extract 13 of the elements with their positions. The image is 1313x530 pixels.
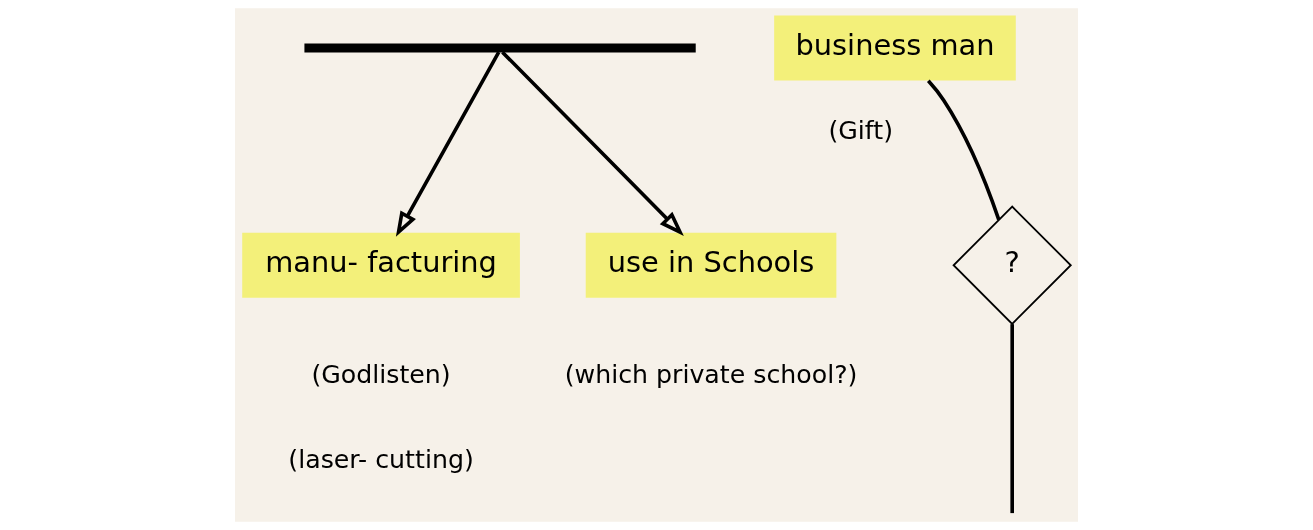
arrow: [501, 50, 684, 236]
node-box: manu- facturing: [242, 232, 520, 298]
connector: [1010, 324, 1014, 514]
node-diamond: ?: [952, 205, 1073, 326]
node-label: (Gift): [828, 116, 894, 146]
arrow: [395, 51, 501, 237]
node-box: business man: [774, 15, 1016, 81]
node-label: (Godlisten): [311, 359, 451, 389]
node-label: (which private school?): [564, 359, 858, 389]
connector: [926, 79, 1001, 221]
node-bar: [304, 43, 696, 53]
node-box: use in Schools: [585, 232, 837, 298]
node-label: (laser- cutting): [288, 444, 474, 474]
